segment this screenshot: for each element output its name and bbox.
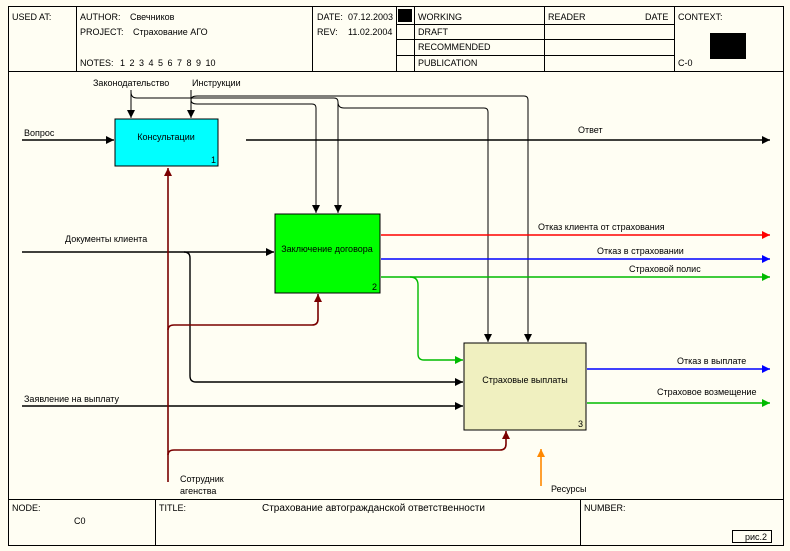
box3-number: 3 — [578, 419, 583, 429]
footer-col-line — [580, 499, 581, 546]
header-col-line — [396, 6, 397, 71]
header-col-line — [312, 6, 313, 71]
notes-label: NOTES: — [80, 58, 114, 68]
arrow-employee-to-box2 — [167, 294, 322, 331]
author-value: Свечников — [130, 12, 175, 22]
box-consultation — [114, 118, 219, 167]
date-value: 07.12.2003 — [348, 12, 394, 22]
label-compensation: Страховое возмещение — [657, 387, 756, 397]
status-draft: DRAFT — [418, 27, 448, 37]
rev-label: REV: — [317, 27, 338, 37]
box3-label: Страховые выплаты — [482, 375, 568, 385]
date-label: DATE: — [317, 12, 343, 22]
number-label: NUMBER: — [584, 503, 626, 513]
title-label: TITLE: — [159, 503, 187, 513]
label-instructions: Инструкции — [192, 78, 241, 88]
label-refusal-insurance: Отказ в страховании — [597, 246, 684, 256]
node-label: NODE: — [12, 503, 41, 513]
header-col-line — [544, 6, 545, 71]
arrow-law-to-box2 — [130, 91, 342, 213]
box1-number: 1 — [211, 155, 216, 165]
label-client-docs: Документы клиента — [65, 234, 147, 244]
arrow-instr-to-box2 — [190, 99, 320, 213]
status-working: WORKING — [418, 12, 462, 22]
date-column-label: DATE — [645, 12, 669, 22]
label-answer: Ответ — [578, 125, 603, 135]
rev-value: 11.02.2004 — [348, 27, 393, 37]
context-label: CONTEXT: — [678, 12, 723, 22]
label-question: Вопрос — [24, 128, 55, 138]
arrow-client-docs-to-box3 — [183, 251, 463, 386]
page-number-box — [732, 530, 772, 543]
author-label: AUTHOR: — [80, 12, 121, 22]
project-label: PROJECT: — [80, 27, 124, 37]
context-node: C-0 — [678, 58, 693, 68]
header-row-line — [396, 55, 674, 56]
box2-label: Заключение договора — [281, 244, 373, 254]
header-row-line — [396, 39, 674, 40]
header-col-line — [414, 6, 415, 71]
status-publication: PUBLICATION — [418, 58, 478, 68]
working-status-marker — [398, 9, 412, 22]
used-at-label: USED AT: — [12, 12, 52, 22]
header-divider — [8, 71, 784, 72]
status-recommended: RECOMMENDED — [418, 42, 491, 52]
node-value: C0 — [74, 516, 86, 526]
header-col-line — [76, 6, 77, 71]
header-col-line — [674, 6, 675, 71]
arrow-instr-to-box3 — [190, 95, 532, 342]
context-thumbnail — [710, 33, 746, 59]
page-number: рис.2 — [745, 532, 768, 542]
project-value: Страхование АГО — [133, 27, 208, 37]
header-row-line — [396, 24, 674, 25]
label-claim: Заявление на выплату — [24, 394, 120, 404]
box2-number: 2 — [372, 282, 377, 292]
notes-value: 1 2 3 4 5 6 7 8 9 10 — [120, 58, 216, 68]
arrow-employee-to-box3 — [167, 431, 510, 456]
label-resources: Ресурсы — [551, 484, 587, 494]
label-refusal-client: Отказ клиента от страхования — [538, 222, 665, 232]
footer-divider — [8, 499, 784, 500]
arrow-law-to-box3 — [337, 101, 492, 342]
label-law: Законодательство — [93, 78, 169, 88]
box1-label: Консультации — [137, 132, 195, 142]
label-employee-2: агенства — [180, 486, 216, 496]
label-policy: Страховой полис — [629, 264, 701, 274]
box-payments — [463, 342, 587, 431]
footer-col-line — [155, 499, 156, 546]
label-refusal-payment: Отказ в выплате — [677, 356, 746, 366]
label-employee: Сотрудник — [180, 474, 224, 484]
box-contract — [274, 213, 381, 294]
reader-label: READER — [548, 12, 586, 22]
diagram-title: Страхование автогражданской ответственно… — [262, 503, 485, 514]
arrow-policy-to-box3 — [409, 276, 463, 364]
